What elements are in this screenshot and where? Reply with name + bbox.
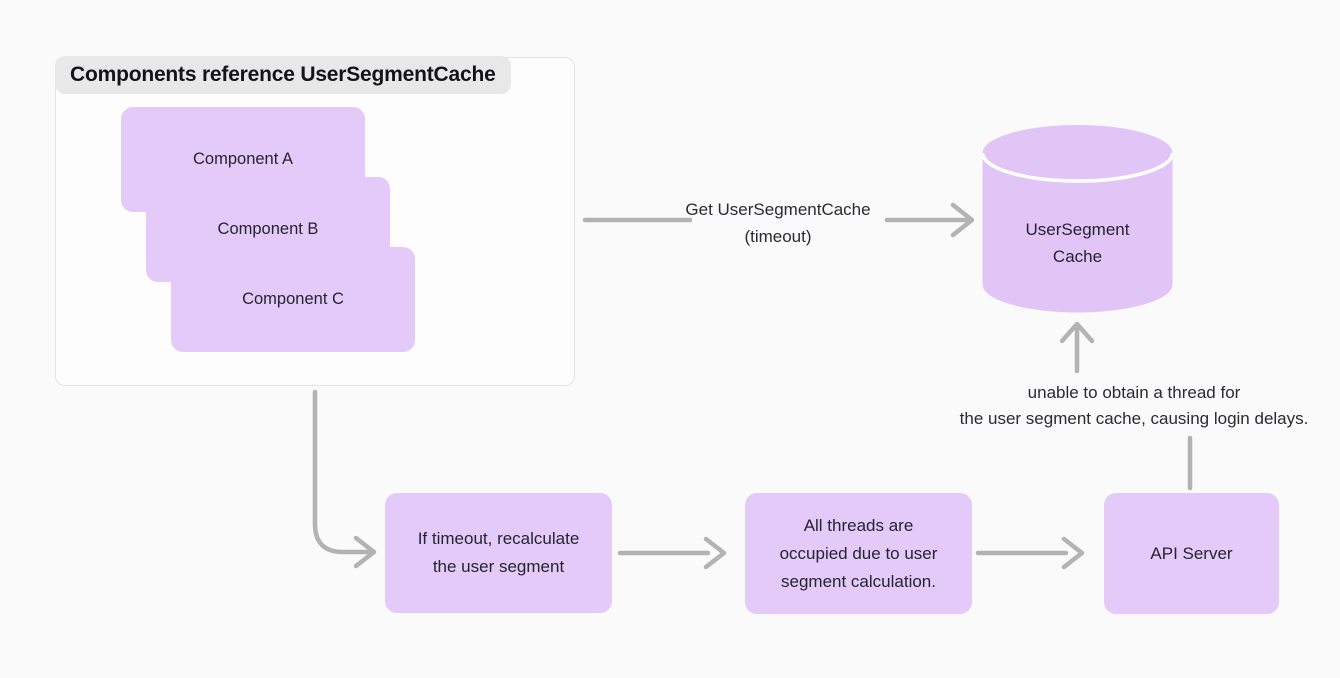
threads-occupied-node[interactable]: All threads are occupied due to user seg… <box>745 493 972 614</box>
cache-label-line2: Cache <box>1052 247 1103 266</box>
no-thread-label-line1: unable to obtain a thread for <box>1027 383 1241 402</box>
arrow-group-to-recalculate-head-icon <box>353 535 377 569</box>
no-thread-label-line2: the user segment cache, causing login de… <box>959 409 1309 428</box>
usersegment-cache-node[interactable]: UserSegment Cache <box>982 124 1173 314</box>
arrow-api-to-cache-head-icon <box>1059 321 1095 344</box>
get-cache-label-line1: Get UserSegmentCache <box>685 200 871 219</box>
api-server-label: API Server <box>1150 543 1233 563</box>
api-server-node[interactable]: API Server <box>1104 493 1279 614</box>
get-cache-edge-label: Get UserSegmentCache (timeout) <box>628 196 928 250</box>
arrow-threads-to-api-head-icon <box>1061 536 1085 570</box>
component-c-label: Component C <box>242 290 344 308</box>
group-title-text: Components reference UserSegmentCache <box>70 63 496 86</box>
cache-label-line1: UserSegment <box>1025 220 1130 239</box>
threads-line2: occupied due to user <box>779 543 938 563</box>
component-c-node[interactable]: Component C <box>171 247 415 352</box>
cylinder-lid-line <box>982 152 1173 183</box>
recalculate-node[interactable]: If timeout, recalculate the user segment <box>385 493 612 613</box>
cylinder-body <box>982 125 1173 313</box>
component-b-label: Component B <box>217 220 319 238</box>
threads-line1: All threads are <box>803 515 914 535</box>
threads-line3: segment calculation. <box>781 571 936 591</box>
no-thread-edge-label: unable to obtain a thread for the user s… <box>934 380 1334 432</box>
arrow-recalculate-to-threads-head-icon <box>703 536 727 570</box>
arrow-get-cache-head-icon <box>950 202 975 238</box>
arrow-group-to-recalculate-line <box>312 389 373 555</box>
recalculate-line1: If timeout, recalculate <box>417 529 580 548</box>
get-cache-label-line2: (timeout) <box>744 227 812 246</box>
recalculate-line2: the user segment <box>432 557 565 576</box>
usersegment-cache-label: UserSegment Cache <box>982 216 1173 270</box>
component-a-label: Component A <box>193 150 293 168</box>
database-cylinder-icon <box>982 125 1173 313</box>
components-group-title: Components reference UserSegmentCache <box>55 56 511 94</box>
